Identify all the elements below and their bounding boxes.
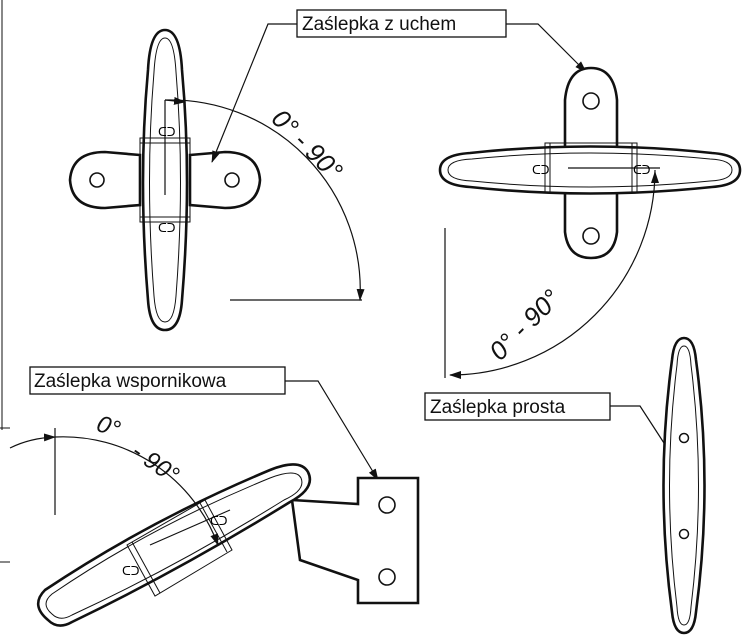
clip-symbol: ᑕᑐ [158,221,176,235]
cap-with-ears-left: ᑕᑐ ᑕᑐ [68,28,262,332]
leader-right [506,23,587,73]
label-straight: Zaślepka prosta [430,397,566,418]
clip-symbol: ᑕᑐ [158,125,176,139]
hole-icon [378,568,396,586]
hole-icon [224,172,240,188]
angled-body [36,463,312,627]
bracket-cap: ᑕᑐ ᑕᑐ [36,463,420,627]
clip-symbol: ᑕᑐ [122,564,140,578]
hole-icon [378,496,396,514]
arc-start-arrow [9,433,56,449]
angle-arc [54,436,219,546]
label-bracket: Zaślepka wspornikowa [34,371,227,392]
center-axis [149,509,231,546]
straight-cap [662,336,706,635]
bracket-plate [290,476,420,605]
hole-icon [582,227,600,245]
clip-symbol: ᑕᑐ [633,163,651,177]
body-inner-outline [447,152,733,188]
label-box-straight [424,392,611,421]
body-inner-outline [45,472,303,619]
profile-section [126,499,233,597]
label-with-ear: Zaślepka z uchem [302,14,456,35]
clip-symbol: ᑕᑐ [210,514,228,528]
hole-icon [89,172,105,188]
horizontal-body [438,145,742,195]
arc-start-arrow [164,96,186,105]
hole-icon [582,92,600,110]
body-inner-outline [669,345,699,626]
angle-label-bottom-left-start: 0° [93,410,124,443]
clip-symbol: ᑕᑐ [532,163,550,177]
cap-with-ears-right: ᑕᑐ ᑕᑐ [438,66,742,260]
label-box-bracket [29,366,286,395]
angle-label-top-right: 0° - 90° [483,283,566,366]
angle-arc [449,169,656,379]
hole-icon [678,528,690,540]
bottom-ear [563,188,619,260]
leader-bracket [285,380,379,481]
straight-body [662,336,706,635]
left-ear [68,150,142,210]
hole-icon [678,432,690,444]
body-inner-outline [149,37,181,323]
leader-left [211,23,297,163]
angle-arc [164,99,365,301]
angle-label-top-left: 0° - 90° [266,103,349,186]
